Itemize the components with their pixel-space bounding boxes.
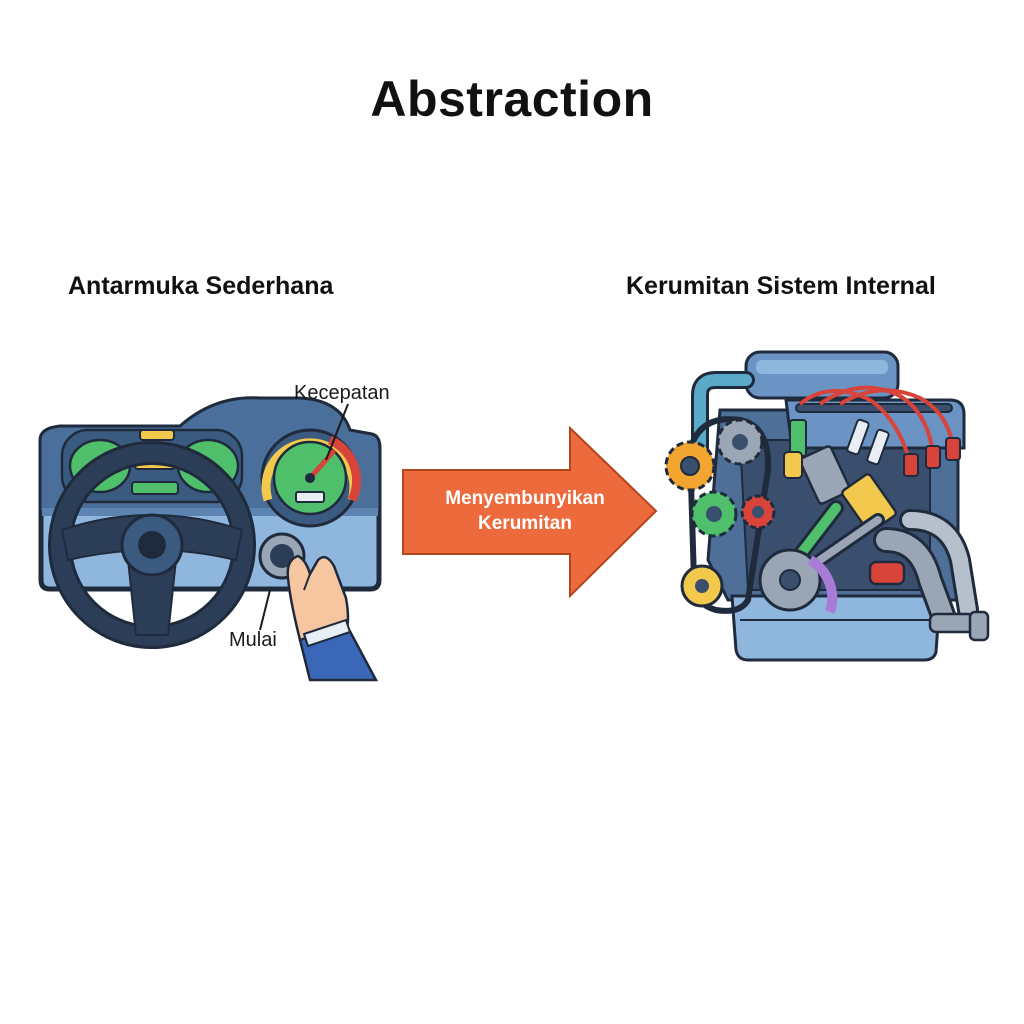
gear-orange-icon <box>664 440 716 492</box>
gear-gray-icon <box>716 418 764 466</box>
speed-callout-label: Kecepatan <box>294 382 390 404</box>
exhaust-pipe-icon <box>868 509 990 642</box>
speedometer-gauge <box>260 428 362 528</box>
steering-wheel-icon <box>48 441 256 649</box>
start-callout-label: Mulai <box>229 629 277 651</box>
hand-turning-key-icon <box>286 554 379 682</box>
gear-red-icon <box>740 494 776 530</box>
internal-complexity-heading: Kerumitan Sistem Internal <box>626 272 936 300</box>
hiding-complexity-arrow <box>402 425 658 599</box>
gear-green-icon <box>690 490 738 538</box>
pulley-icon <box>680 564 724 608</box>
diagram-title: Abstraction <box>370 71 654 127</box>
speed-callout-line <box>325 403 349 461</box>
simple-interface-heading: Antarmuka Sederhana <box>68 272 334 300</box>
arrow-label-line-2: Kerumitan <box>478 513 572 534</box>
arrow-label: Menyembunyikan Kerumitan <box>405 486 645 536</box>
engine-illustration <box>664 350 990 662</box>
start-callout-line <box>259 589 271 631</box>
arrow-label-line-1: Menyembunyikan <box>445 488 605 509</box>
